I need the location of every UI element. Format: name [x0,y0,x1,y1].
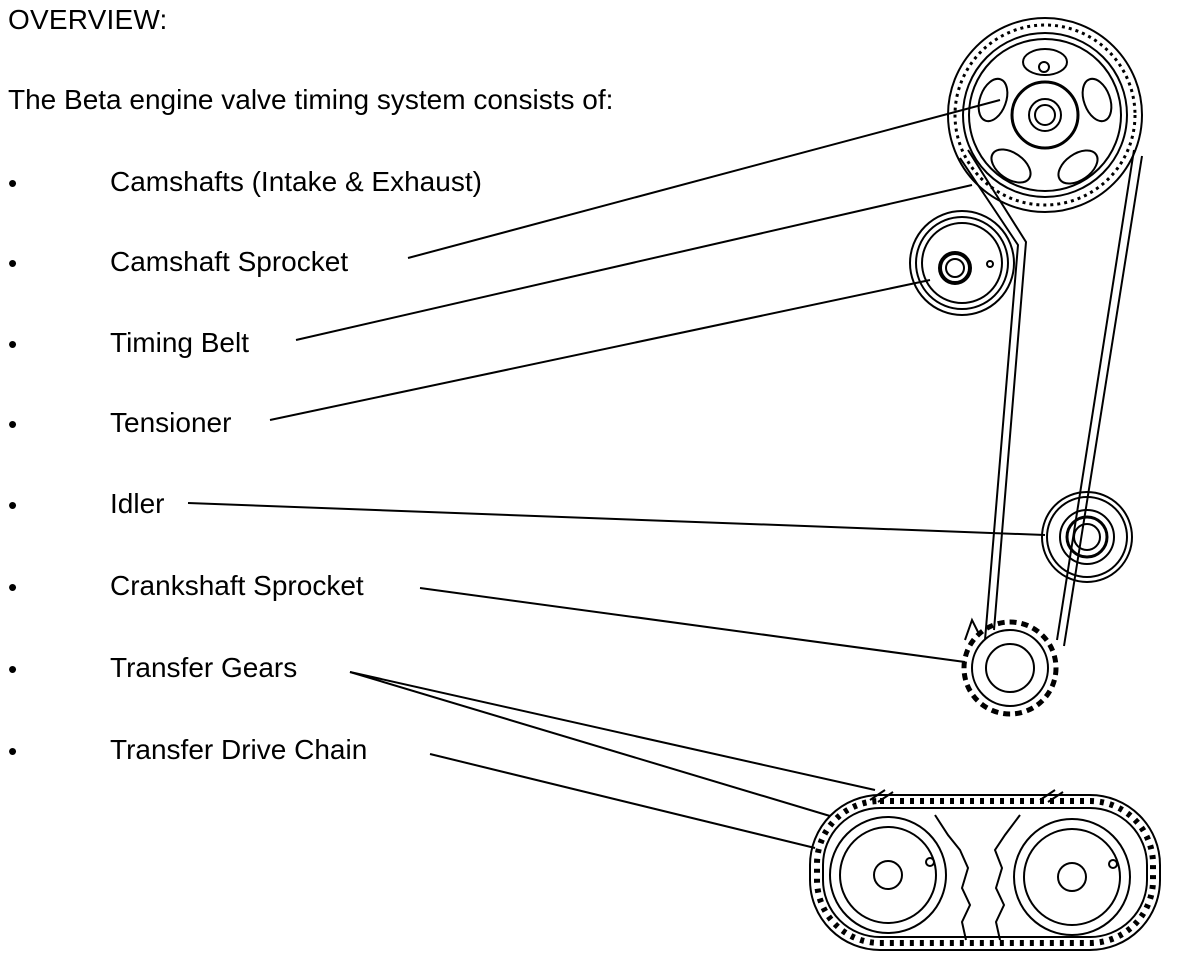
intro-text: The Beta engine valve timing system cons… [8,84,614,115]
bullet-marker: • [8,490,18,520]
bullet-marker: • [8,572,18,602]
page-heading: OVERVIEW: [8,4,168,35]
tensioner [909,210,1015,316]
list-item-transfer-drive-chain: Transfer Drive Chain [110,734,368,765]
bullet-marker: • [8,409,18,439]
leader-line-timing-belt [269,279,931,421]
bullet-marker: • [8,329,18,359]
leader-line-transfer-gears-b [349,671,831,817]
bullet-marker: • [8,654,18,684]
leader-line-transfer-gears-a [349,671,876,791]
leader-line-transfer-drive-chain [429,753,816,849]
camshaft-sprocket [947,17,1143,213]
bullet-marker: • [8,168,18,198]
list-item-idler: Idler [110,488,165,519]
transfer-drive-chain [809,789,1161,951]
list-item-timing-belt: Timing Belt [110,327,250,358]
leader-lines [187,99,1046,849]
idler [1041,491,1133,583]
leader-line-camshaft [407,99,1001,259]
list-item-camshafts: Camshafts (Intake & Exhaust) [110,166,482,197]
list-item-tensioner: Tensioner [110,407,232,438]
leader-line-camshaft-sprocket [295,184,973,341]
list-item-crankshaft-sprocket: Crankshaft Sprocket [110,570,364,601]
list-item-transfer-gears: Transfer Gears [110,652,298,683]
crankshaft-sprocket [961,617,1059,717]
bullet-marker: • [8,736,18,766]
list-item-camshaft-sprocket: Camshaft Sprocket [110,246,349,277]
bullet-marker: • [8,248,18,278]
leader-line-idler [187,502,1046,536]
leader-line-crankshaft-sprocket [419,587,966,663]
transfer-gears [829,814,1131,941]
